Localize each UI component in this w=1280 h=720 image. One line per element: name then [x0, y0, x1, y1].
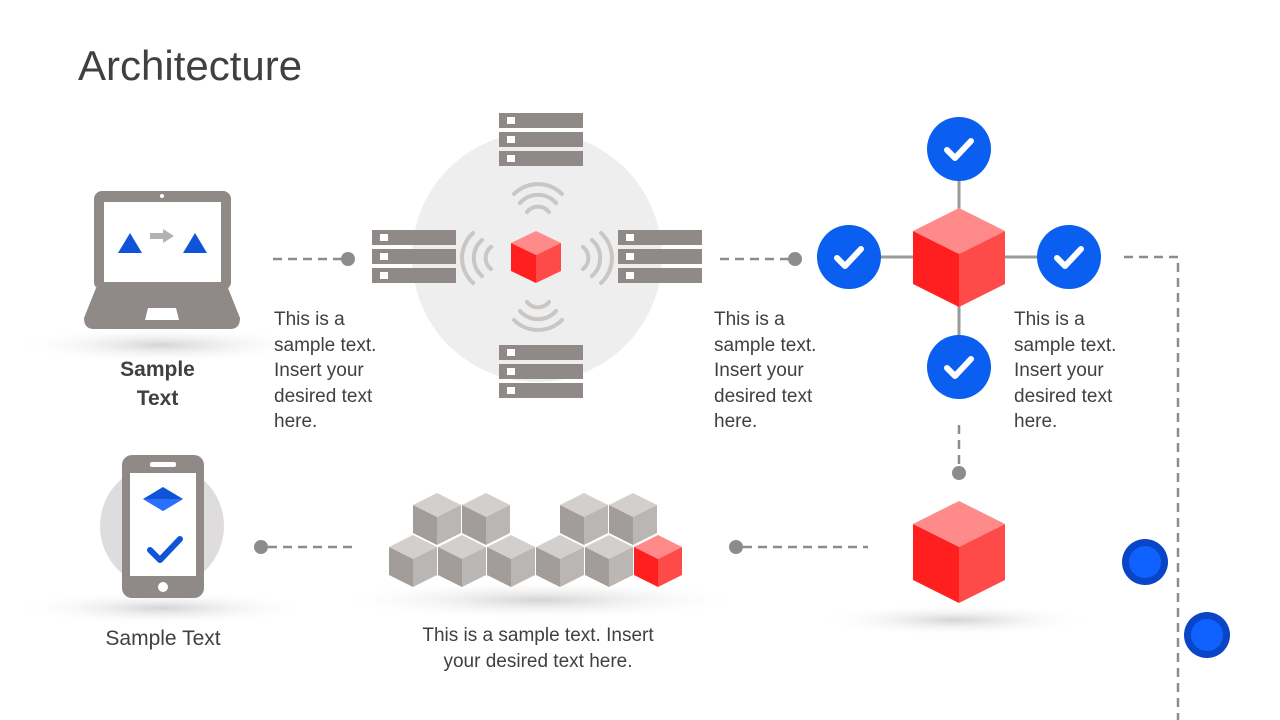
check-badge-left: [817, 225, 881, 289]
server-cluster: [372, 113, 702, 398]
text-line: This is a: [274, 309, 345, 330]
text-line: desired text: [714, 385, 813, 407]
server-icon: [618, 230, 702, 283]
connector-dot: [729, 540, 743, 554]
text-line: here.: [274, 411, 318, 432]
text-block-1: This is a sample text. Insert your desir…: [274, 307, 376, 435]
text-line: sample text.: [274, 334, 377, 356]
check-badge-bottom: [927, 335, 991, 399]
cubes-text: This is a sample text. Insert your desir…: [388, 623, 688, 674]
cubes-shadow: [330, 580, 750, 620]
connector-line: [1124, 255, 1180, 720]
cube-icon: [609, 493, 657, 545]
cube-icon: [438, 535, 486, 587]
cube-icon: [413, 493, 461, 545]
check-icon: [147, 536, 183, 563]
text-line: here.: [714, 411, 758, 432]
cube-icon: [511, 231, 561, 283]
check-badge-right: [1037, 225, 1101, 289]
cube-icon: [913, 208, 1005, 307]
laptop-icon: [84, 191, 240, 329]
cube-icon: [389, 535, 437, 587]
red-cube-shadow: [815, 604, 1095, 636]
connector-dot: [952, 466, 966, 480]
cube-icon: [560, 493, 608, 545]
stacked-cubes: [389, 493, 682, 587]
text-line: here.: [1014, 411, 1058, 432]
cube-icon: [913, 501, 1005, 603]
text-line: This is a sample text. Insert: [422, 625, 654, 646]
text-line: This is a: [714, 309, 785, 330]
connector-dot: [341, 252, 355, 266]
cube-icon: [585, 535, 633, 587]
smartphone-icon: [100, 455, 224, 598]
text-line: Insert your: [714, 360, 804, 381]
laptop-label-line: Sample: [120, 358, 195, 381]
text-line: Insert your: [274, 360, 364, 381]
server-icon: [499, 113, 583, 166]
text-line: sample text.: [714, 334, 817, 356]
text-line: your desired text here.: [443, 650, 633, 672]
triangle-icon: [118, 233, 142, 253]
text-line: Insert your: [1014, 360, 1104, 381]
cube-icon: [462, 493, 510, 545]
text-line: This is a: [1014, 309, 1085, 330]
node-dot-inner: [1191, 619, 1223, 651]
laptop-label-line: Text: [136, 387, 179, 410]
triangle-icon: [183, 233, 207, 253]
phone-label: Sample Text: [105, 627, 221, 650]
node-dot-inner: [1129, 546, 1161, 578]
cube-icon: [634, 535, 682, 587]
cube-icon: [536, 535, 584, 587]
wifi-icon: [460, 182, 614, 332]
connector-dot: [788, 252, 802, 266]
text-block-3: This is a sample text. Insert your desir…: [1014, 307, 1116, 435]
diamond-icon: [143, 487, 183, 511]
text-line: desired text: [1014, 385, 1113, 407]
phone-shadow: [12, 591, 312, 625]
cube-icon: [487, 535, 535, 587]
text-line: sample text.: [1014, 334, 1117, 356]
check-hub: [817, 117, 1101, 399]
text-block-2: This is a sample text. Insert your desir…: [714, 307, 816, 435]
text-line: desired text: [274, 385, 373, 407]
laptop-shadow: [12, 327, 312, 363]
laptop-label: Sample Text: [100, 355, 215, 413]
arrow-right-icon: [150, 229, 174, 243]
server-icon: [499, 345, 583, 398]
server-icon: [372, 230, 456, 283]
page-title: Architecture: [78, 42, 303, 89]
connector-dot: [254, 540, 268, 554]
check-badge-top: [927, 117, 991, 181]
